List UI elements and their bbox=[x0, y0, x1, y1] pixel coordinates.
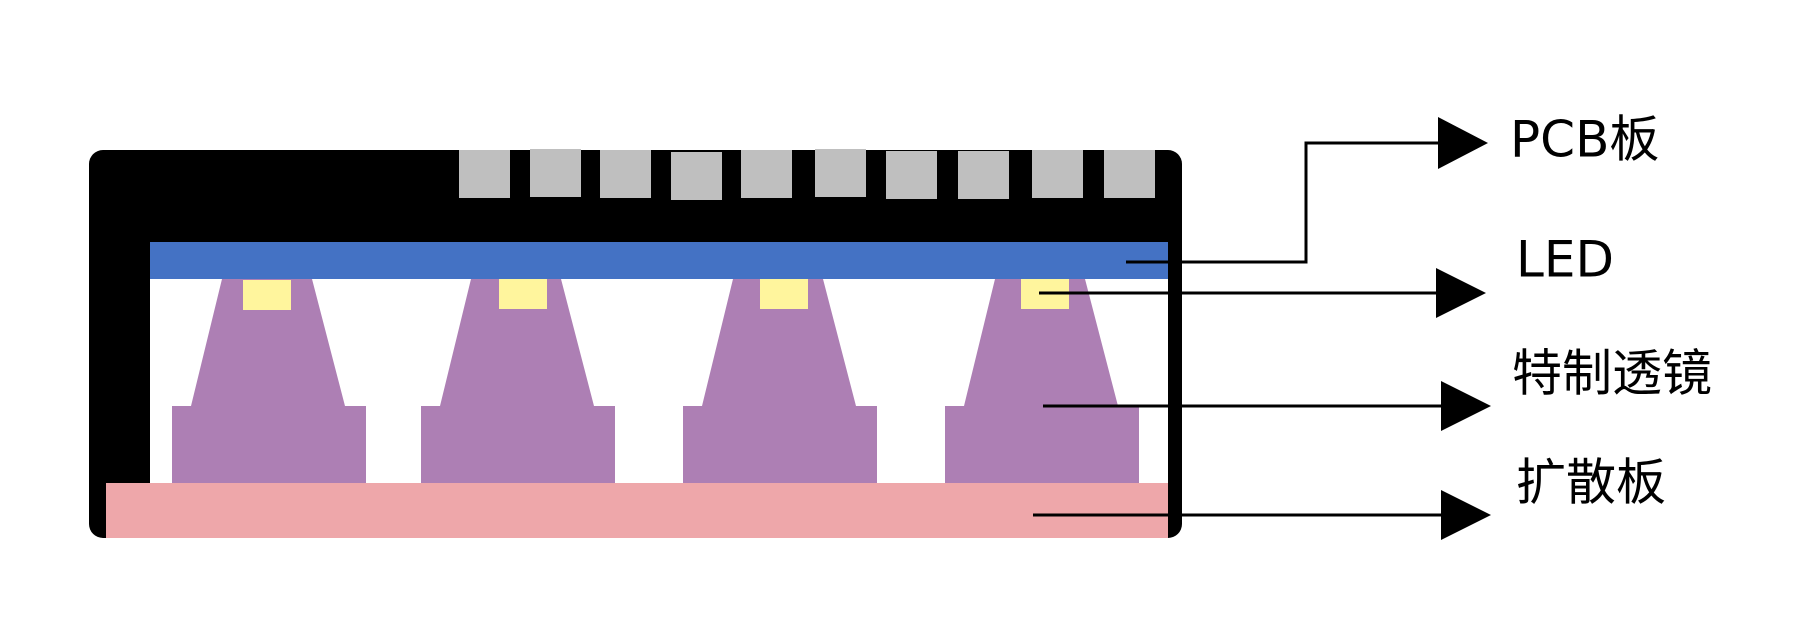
lenses bbox=[172, 279, 1139, 484]
fin bbox=[530, 149, 581, 197]
fin bbox=[815, 149, 866, 197]
arrowheads bbox=[1436, 117, 1491, 540]
lens bbox=[683, 279, 877, 484]
fin bbox=[1032, 150, 1083, 198]
led-chips bbox=[243, 279, 1069, 310]
fin bbox=[459, 150, 510, 198]
led-arrowhead bbox=[1436, 268, 1486, 318]
label-pcb: PCB板 bbox=[1510, 111, 1659, 169]
label-diffuser: 扩散板 bbox=[1516, 454, 1666, 512]
led-chip bbox=[760, 279, 808, 309]
label-led: LED bbox=[1516, 231, 1614, 289]
fin bbox=[671, 152, 722, 200]
fins bbox=[459, 149, 1155, 200]
pcb-arrowhead bbox=[1438, 117, 1488, 169]
pcb-board bbox=[150, 242, 1168, 279]
lens bbox=[945, 279, 1139, 484]
diffuser-arrowhead bbox=[1441, 490, 1491, 540]
fin bbox=[958, 151, 1009, 199]
lens bbox=[421, 279, 615, 484]
pcb-leader-line bbox=[1126, 141, 1440, 264]
lens bbox=[172, 279, 366, 484]
led-chip bbox=[243, 280, 291, 310]
fin bbox=[886, 151, 937, 199]
leader-lines bbox=[1033, 141, 1445, 517]
led-chip bbox=[499, 279, 547, 309]
fin bbox=[741, 150, 792, 198]
fin bbox=[600, 150, 651, 198]
diffuser-plate bbox=[106, 483, 1168, 538]
lens-arrowhead bbox=[1441, 381, 1491, 431]
label-lens: 特制透镜 bbox=[1512, 345, 1712, 403]
fin bbox=[1104, 150, 1155, 198]
